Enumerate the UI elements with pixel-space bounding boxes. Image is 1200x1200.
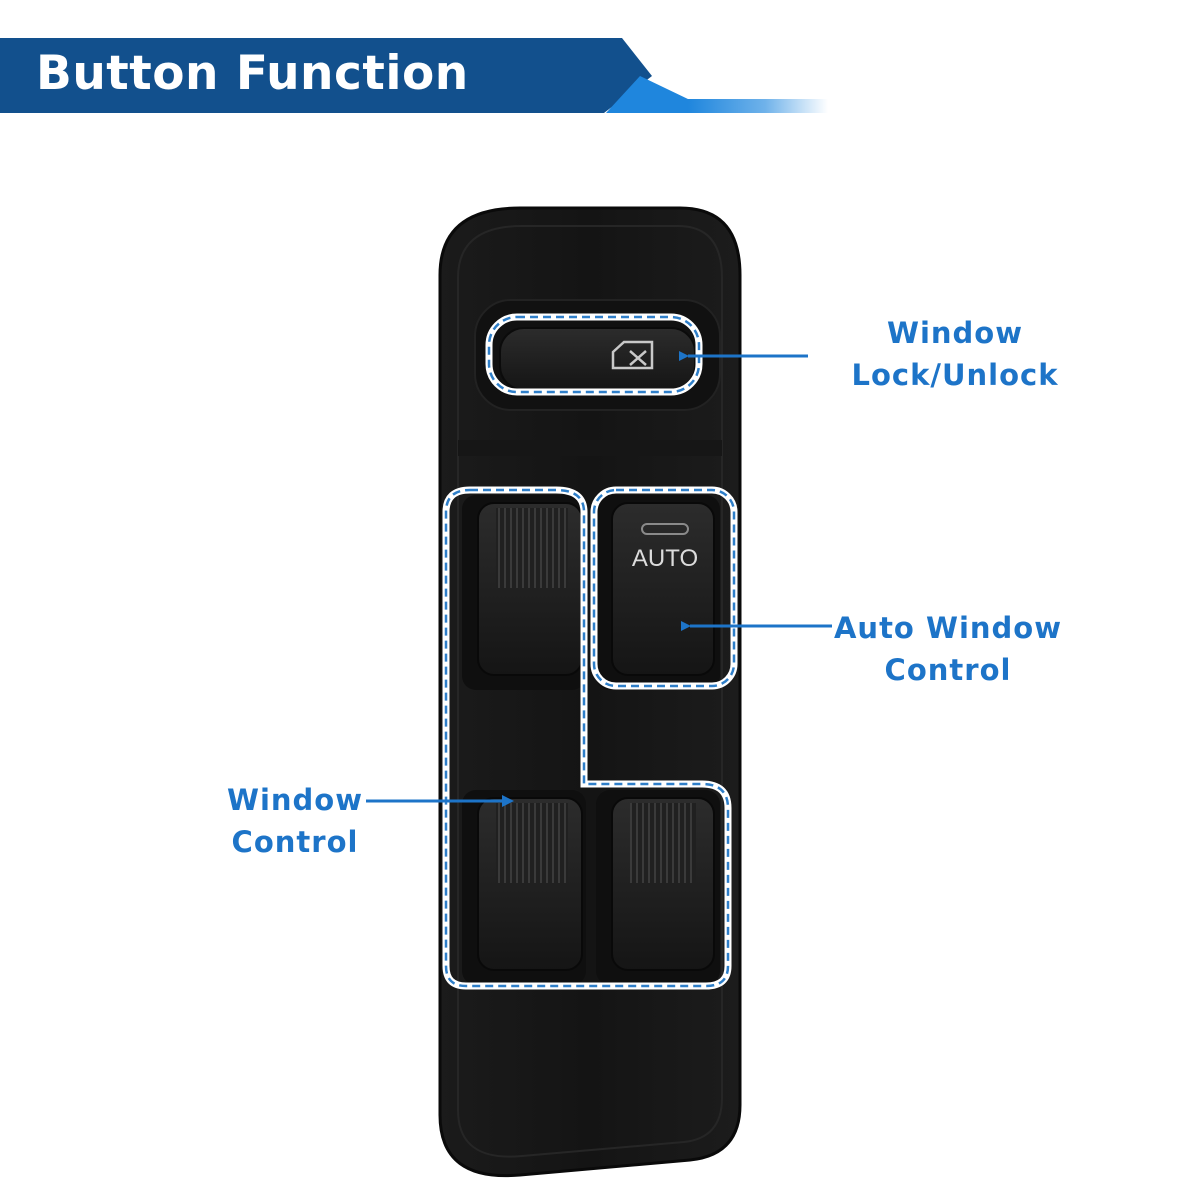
window-control-callout: Window Control — [200, 779, 390, 863]
lock-unlock-callout: Window Lock/Unlock — [840, 312, 1070, 396]
callout-line: Window — [886, 316, 1024, 350]
window-control-arrowhead — [502, 795, 514, 807]
auto-highlight-outline — [592, 488, 736, 688]
housing-rim — [457, 225, 723, 1158]
auto-label: AUTO — [632, 545, 698, 572]
callout-line: Auto Window — [833, 611, 1063, 645]
auto-window-button[interactable] — [611, 502, 715, 676]
lock-highlight-outline — [487, 315, 701, 394]
button-grip-ribs — [496, 803, 568, 883]
callout-line: Window — [226, 783, 364, 817]
header-banner — [0, 38, 828, 113]
callout-line: Lock/Unlock — [851, 358, 1059, 392]
callout-line: Control — [231, 825, 359, 859]
banner-accent-triangle — [606, 76, 690, 113]
window-lock-icon — [611, 340, 654, 370]
lock-recess-divider — [458, 440, 722, 456]
button-grip-ribs — [630, 803, 696, 883]
button-grip-ribs — [496, 508, 568, 588]
window-lock-button[interactable] — [499, 327, 696, 391]
callout-line: Control — [884, 653, 1012, 687]
auto-window-control-callout: Auto Window Control — [828, 607, 1068, 691]
banner-fade-stripe — [688, 99, 828, 113]
window-control-highlight-outline — [444, 488, 730, 988]
banner-dark-bar — [0, 38, 652, 113]
auto-indicator-slot — [641, 523, 689, 535]
page-title: Button Function — [36, 46, 469, 101]
